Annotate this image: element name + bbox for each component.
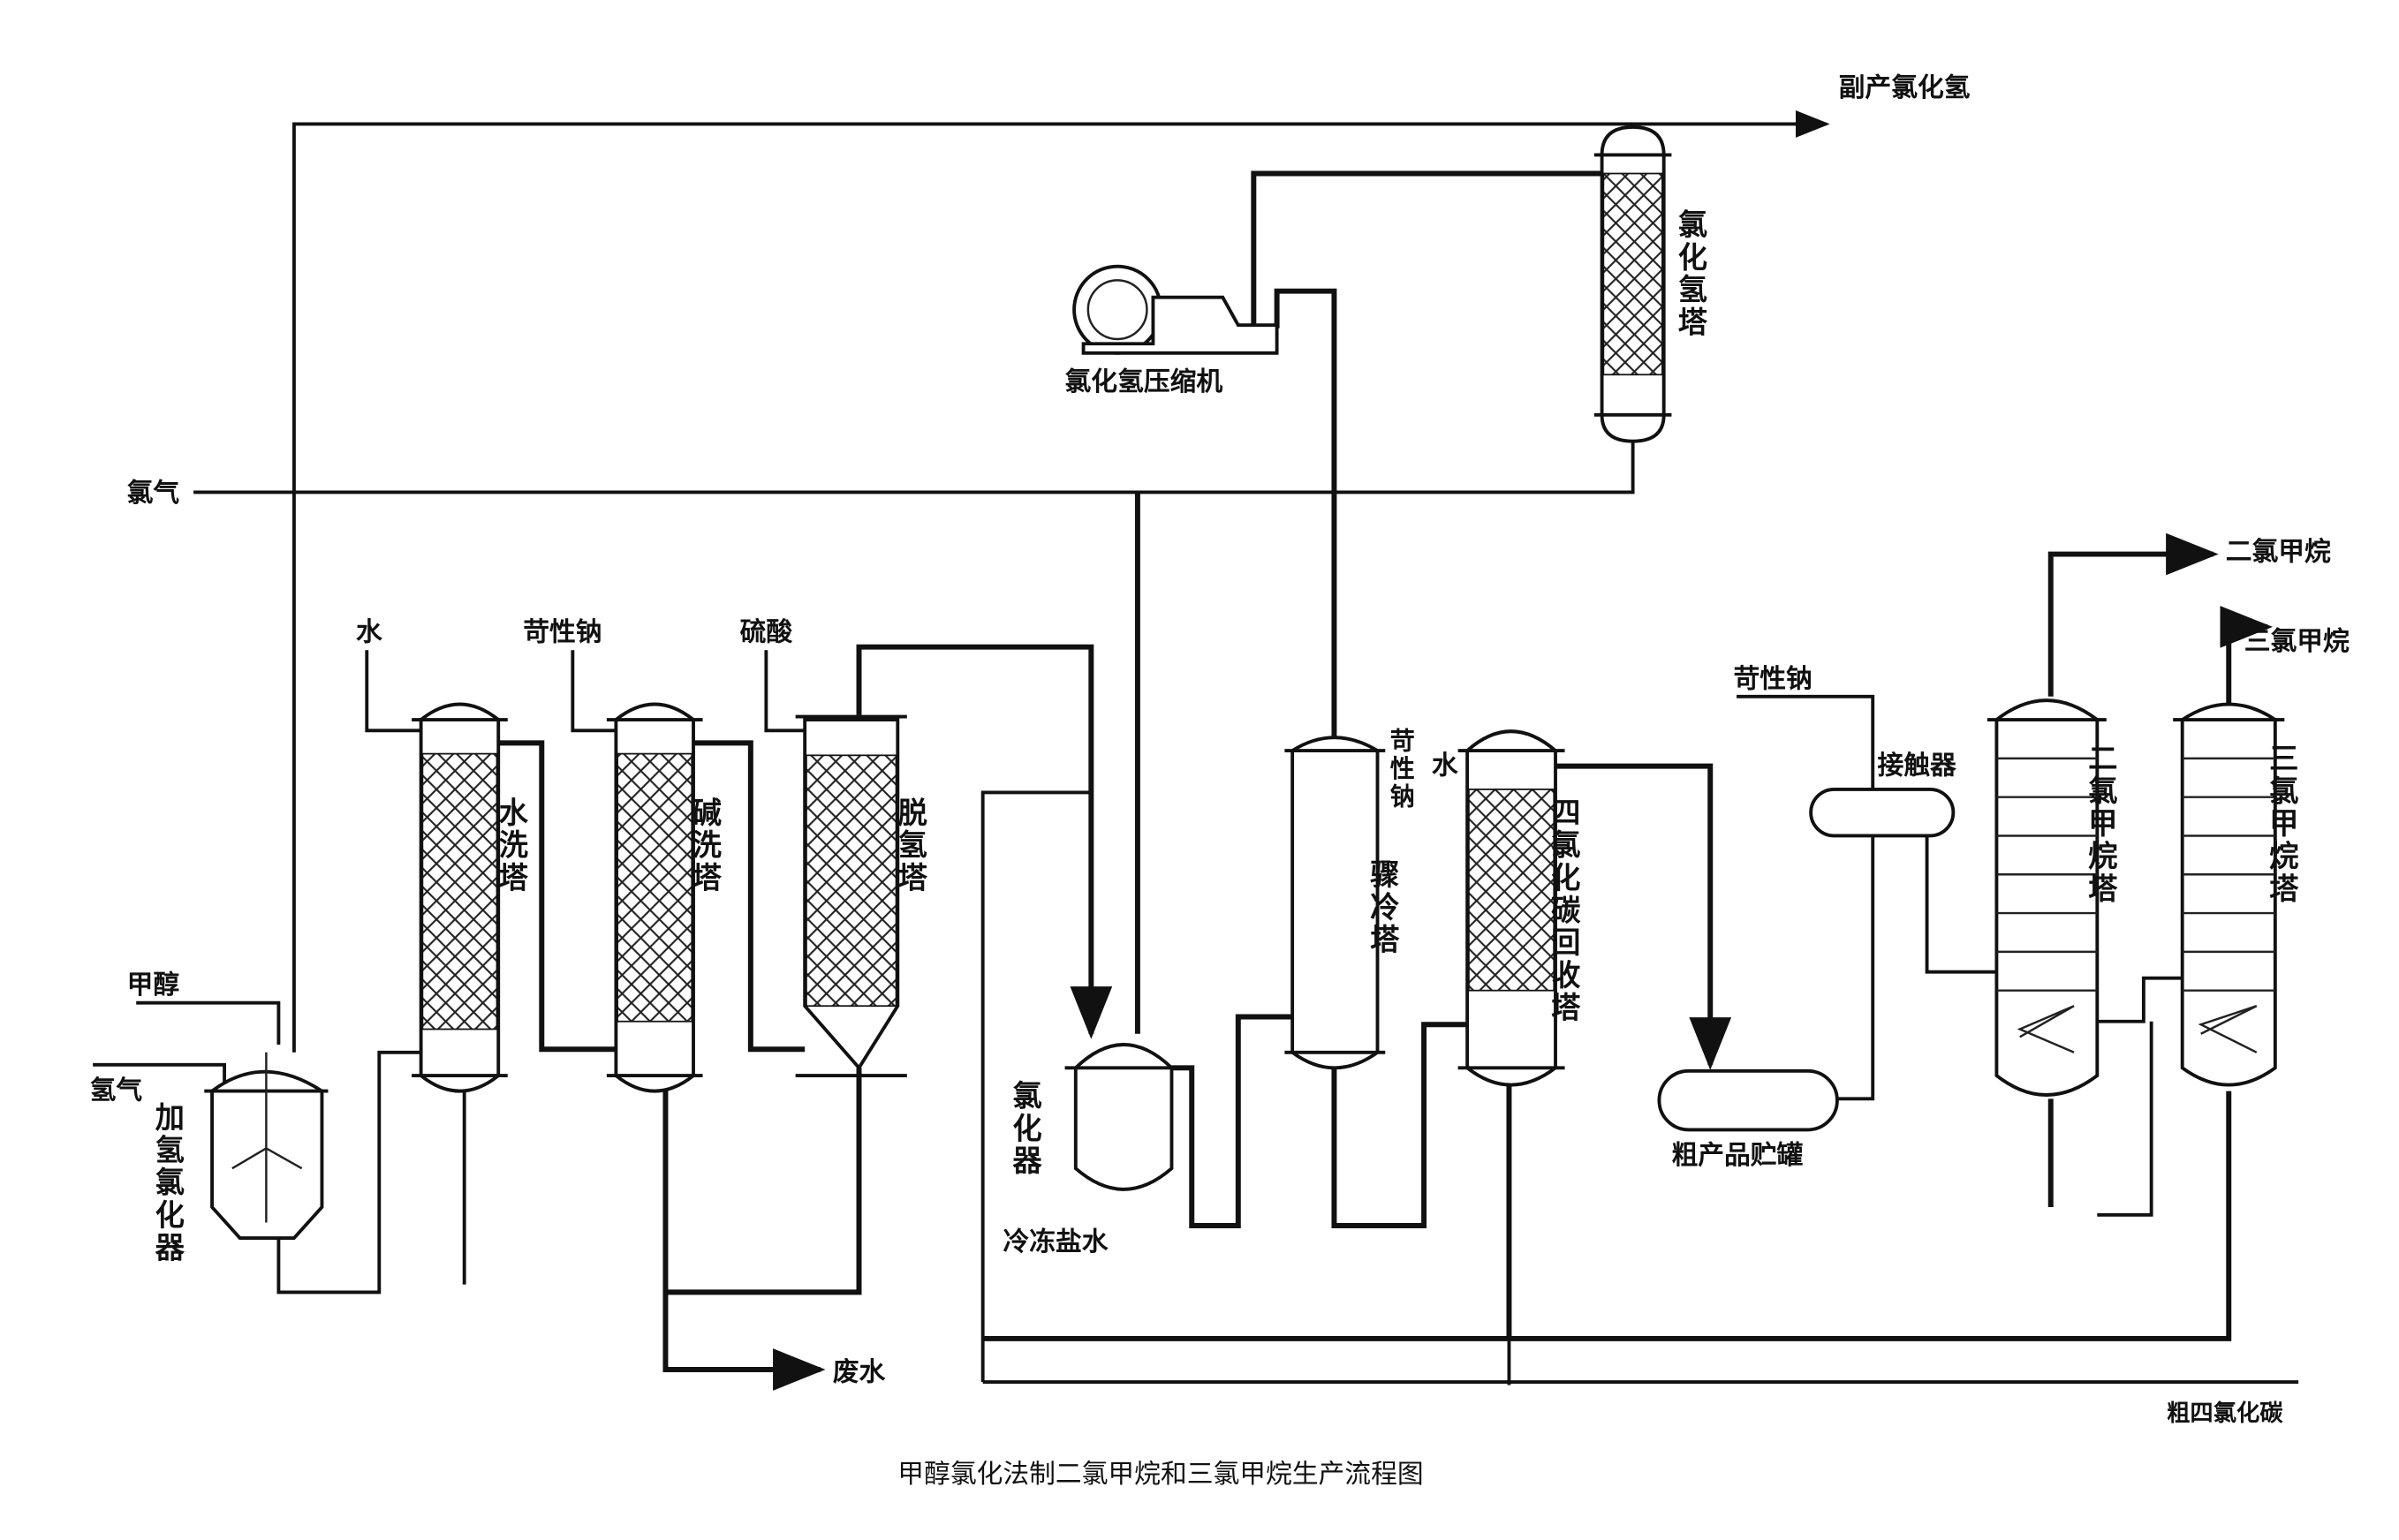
contactor: 接触器 xyxy=(1809,750,1957,838)
hcl-compressor: 氯化氢压缩机 xyxy=(1065,264,1279,397)
hydrochlorinator: 加氢氯化器 xyxy=(150,1052,329,1264)
contactor-label: 接触器 xyxy=(1877,750,1957,781)
ccl4-recovery-tower: 四氯化碳回收塔 xyxy=(1457,729,1580,1087)
methanol-label: 甲醇 xyxy=(127,970,180,1000)
byproduct-hcl-label: 副产氯化氢 xyxy=(1839,72,1971,103)
quench-caustic-label: 苛性钠 xyxy=(1386,727,1415,811)
brine-label: 冷冻盐水 xyxy=(1003,1227,1108,1257)
hydrochlorinator-label: 加氢氯化器 xyxy=(150,1102,185,1264)
ccl4-recovery-label: 四氯化碳回收塔 xyxy=(1546,797,1580,1025)
crude-ccl4-label: 粗四氯化碳 xyxy=(2167,1400,2283,1427)
dcm-column: 二氯甲烷塔 xyxy=(1987,698,2117,1097)
quench-tower: 骤冷塔 xyxy=(1284,736,1399,1070)
hydrogen-label: 氢气 xyxy=(90,1075,143,1106)
quench-water-label: 水 xyxy=(1432,750,1458,781)
sulfuric-acid-label: 硫酸 xyxy=(740,617,793,648)
alkali-wash-tower: 碱洗塔 xyxy=(606,702,722,1093)
chlorine-label: 氯气 xyxy=(127,478,180,509)
waste-water-label: 废水 xyxy=(833,1356,886,1387)
dehydro-tower: 脱氢塔 xyxy=(795,714,927,1077)
caustic-soda-label: 苛性钠 xyxy=(523,617,602,648)
piping xyxy=(93,110,2299,1391)
tcm-column: 三氯甲烷塔 xyxy=(2173,702,2298,1087)
water-label: 水 xyxy=(356,617,382,648)
water-wash-label: 水洗塔 xyxy=(494,797,528,895)
water-wash-tower: 水洗塔 xyxy=(412,702,528,1093)
alkali-wash-label: 碱洗塔 xyxy=(687,797,722,895)
quench-tower-label: 骤冷塔 xyxy=(1365,859,1399,956)
dcm-product-label: 二氯甲烷 xyxy=(2226,537,2331,568)
tcm-product-label: 三氯甲烷 xyxy=(2244,626,2350,657)
contactor-caustic-label: 苛性钠 xyxy=(1734,663,1812,694)
crude-tank-label: 粗产品贮罐 xyxy=(1671,1140,1803,1171)
chlorinator-label: 氯化器 xyxy=(1007,1080,1041,1177)
dcm-column-label: 二氯甲烷塔 xyxy=(2083,743,2117,905)
hcl-tower: 氯化氢塔 xyxy=(1593,125,1707,443)
figure-caption: 甲醇氯化法制二氯甲烷和三氯甲烷生产流程图 xyxy=(897,1459,1423,1490)
tcm-column-label: 三氯甲烷塔 xyxy=(2264,743,2298,905)
hcl-tower-label: 氯化氢塔 xyxy=(1673,209,1707,339)
crude-product-tank: 粗产品贮罐 xyxy=(1657,1068,1839,1171)
hcl-compressor-label: 氯化氢压缩机 xyxy=(1065,366,1223,397)
chlorinator: 氯化器 xyxy=(1007,1043,1183,1191)
dehydro-tower-label: 脱氢塔 xyxy=(893,797,927,895)
